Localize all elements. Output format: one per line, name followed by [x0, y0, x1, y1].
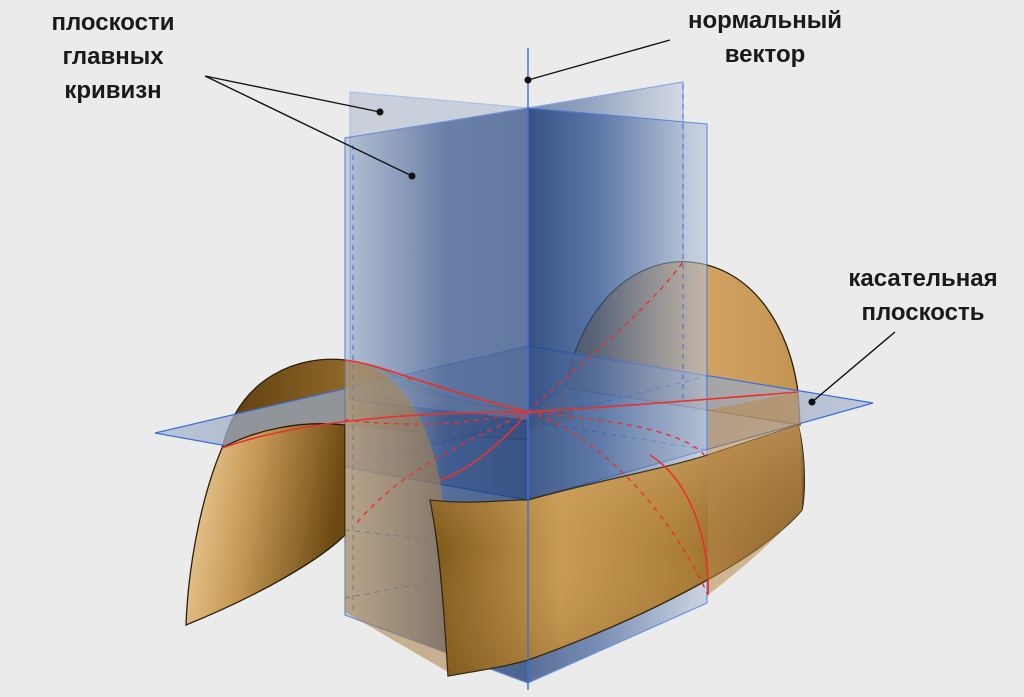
- surface-left-front-face: [345, 360, 448, 672]
- principal-planes-line-2: главных: [62, 43, 164, 70]
- principal-planes-line-1: плоскости: [51, 9, 175, 36]
- normal-vector-line-1: нормальный: [687, 7, 843, 34]
- normal-vector-line-2: вектор: [724, 41, 806, 68]
- tangent-plane-line-1: касательная: [848, 265, 998, 292]
- tangent-plane-line-2: плоскость: [861, 299, 985, 326]
- principal-curvature-lines: [221, 359, 799, 596]
- surface-left-outer: [185, 423, 346, 626]
- principal-planes-label: плоскости главных кривизн: [38, 6, 188, 108]
- leader-lines: [204, 39, 896, 403]
- normal-vector-label: нормальный вектор: [670, 4, 860, 72]
- tangent-plane-label: касательная плоскость: [828, 262, 1018, 330]
- curvature-lines-dashed: [344, 261, 709, 596]
- surface-right-front-face: [708, 392, 802, 595]
- leader-dots: [376, 76, 816, 406]
- principal-planes-line-3: кривизн: [64, 77, 162, 104]
